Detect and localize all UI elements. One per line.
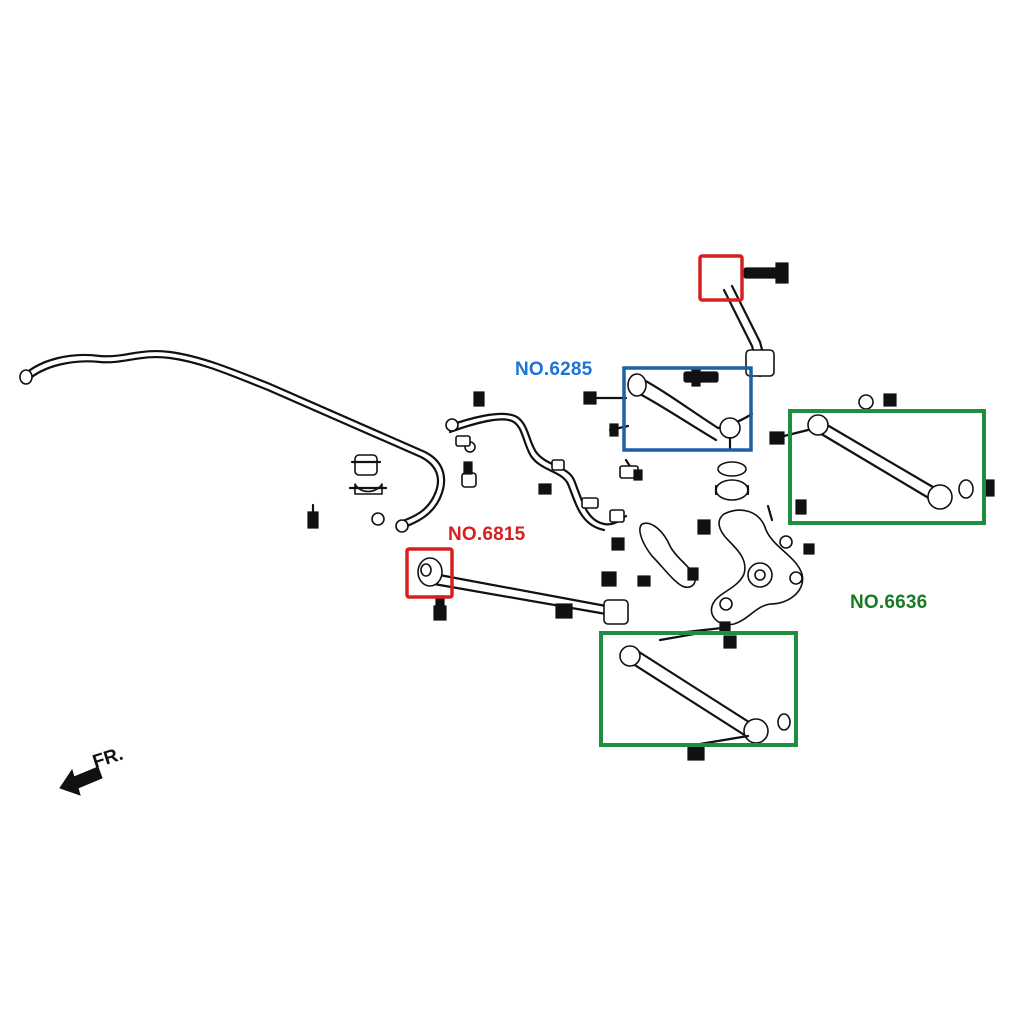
rear-knuckle xyxy=(684,504,815,635)
trailing-arm xyxy=(417,557,629,625)
abs-sensor-harness xyxy=(445,391,628,551)
upper-lateral-arm xyxy=(769,393,995,515)
highlight-box-red-upper xyxy=(698,254,744,302)
highlight-box-blue xyxy=(622,366,753,452)
upper-control-arm xyxy=(583,367,754,452)
stabilizer-bushings xyxy=(307,454,388,529)
part-number-6815: NO.6815 xyxy=(448,524,526,545)
part-number-6285: NO.6285 xyxy=(515,359,593,380)
highlight-box-green-upper xyxy=(788,409,986,525)
front-arrow-icon xyxy=(59,766,103,796)
lower-lateral-arm xyxy=(619,630,791,761)
highlight-box-red-trailing-arm xyxy=(405,547,454,599)
lateral-link-vertical xyxy=(619,262,789,481)
part-number-6636: NO.6636 xyxy=(850,592,928,613)
stabilizer-bar xyxy=(19,350,477,533)
highlight-box-green-lower xyxy=(599,631,798,747)
bump-stop xyxy=(714,461,750,501)
toe-bracket xyxy=(601,522,699,589)
